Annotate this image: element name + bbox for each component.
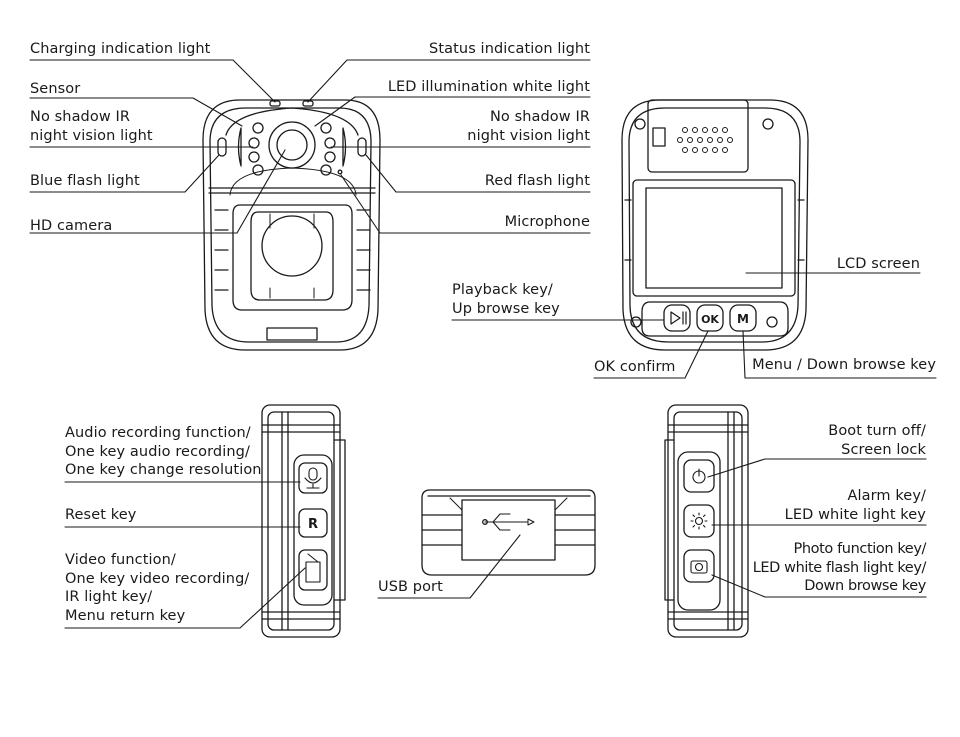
bottom-device <box>421 489 596 576</box>
label-boot-turn-off: Boot turn off/ Screen lock <box>828 423 926 458</box>
label-charging-indication-light: Charging indication light <box>30 41 211 57</box>
back-device <box>621 99 809 351</box>
label-audio-recording: Audio recording function/ One key audio … <box>65 425 262 478</box>
label-led-illumination-white-light: LED illumination white light <box>387 79 590 95</box>
reset-key-glyph: R <box>308 517 318 532</box>
front-device <box>202 99 381 351</box>
label-red-flash-light: Red flash light <box>484 173 590 189</box>
label-usb-port: USB port <box>378 579 443 595</box>
label-microphone: Microphone <box>504 214 590 230</box>
left-side-device <box>261 404 346 638</box>
label-ir-night-vision-left: No shadow IR night vision light <box>30 109 153 144</box>
label-video-function: Video function/ One key video recording/… <box>65 552 250 624</box>
label-status-indication-light: Status indication light <box>429 41 590 57</box>
label-playback-key: Playback key/ Up browse key <box>452 282 560 317</box>
label-hd-camera: HD camera <box>30 218 113 234</box>
right-side-device <box>664 404 749 638</box>
label-sensor: Sensor <box>30 81 81 97</box>
label-blue-flash-light: Blue flash light <box>30 173 140 189</box>
label-reset-key: Reset key <box>65 507 137 523</box>
label-ok-confirm: OK confirm <box>594 359 676 375</box>
ok-key-glyph: OK <box>701 313 719 326</box>
leader-lines <box>29 59 937 629</box>
label-lcd-screen: LCD screen <box>836 256 920 272</box>
label-alarm-key: Alarm key/ LED white light key <box>784 488 926 523</box>
menu-key-glyph: M <box>737 312 749 326</box>
label-menu-down-browse-key: Menu / Down browse key <box>752 357 936 373</box>
playback-key-glyph <box>670 311 687 325</box>
label-photo-function-key: Photo function key/ LED white flash ligh… <box>752 541 927 594</box>
label-ir-night-vision-right: No shadow IR night vision light <box>467 109 590 144</box>
